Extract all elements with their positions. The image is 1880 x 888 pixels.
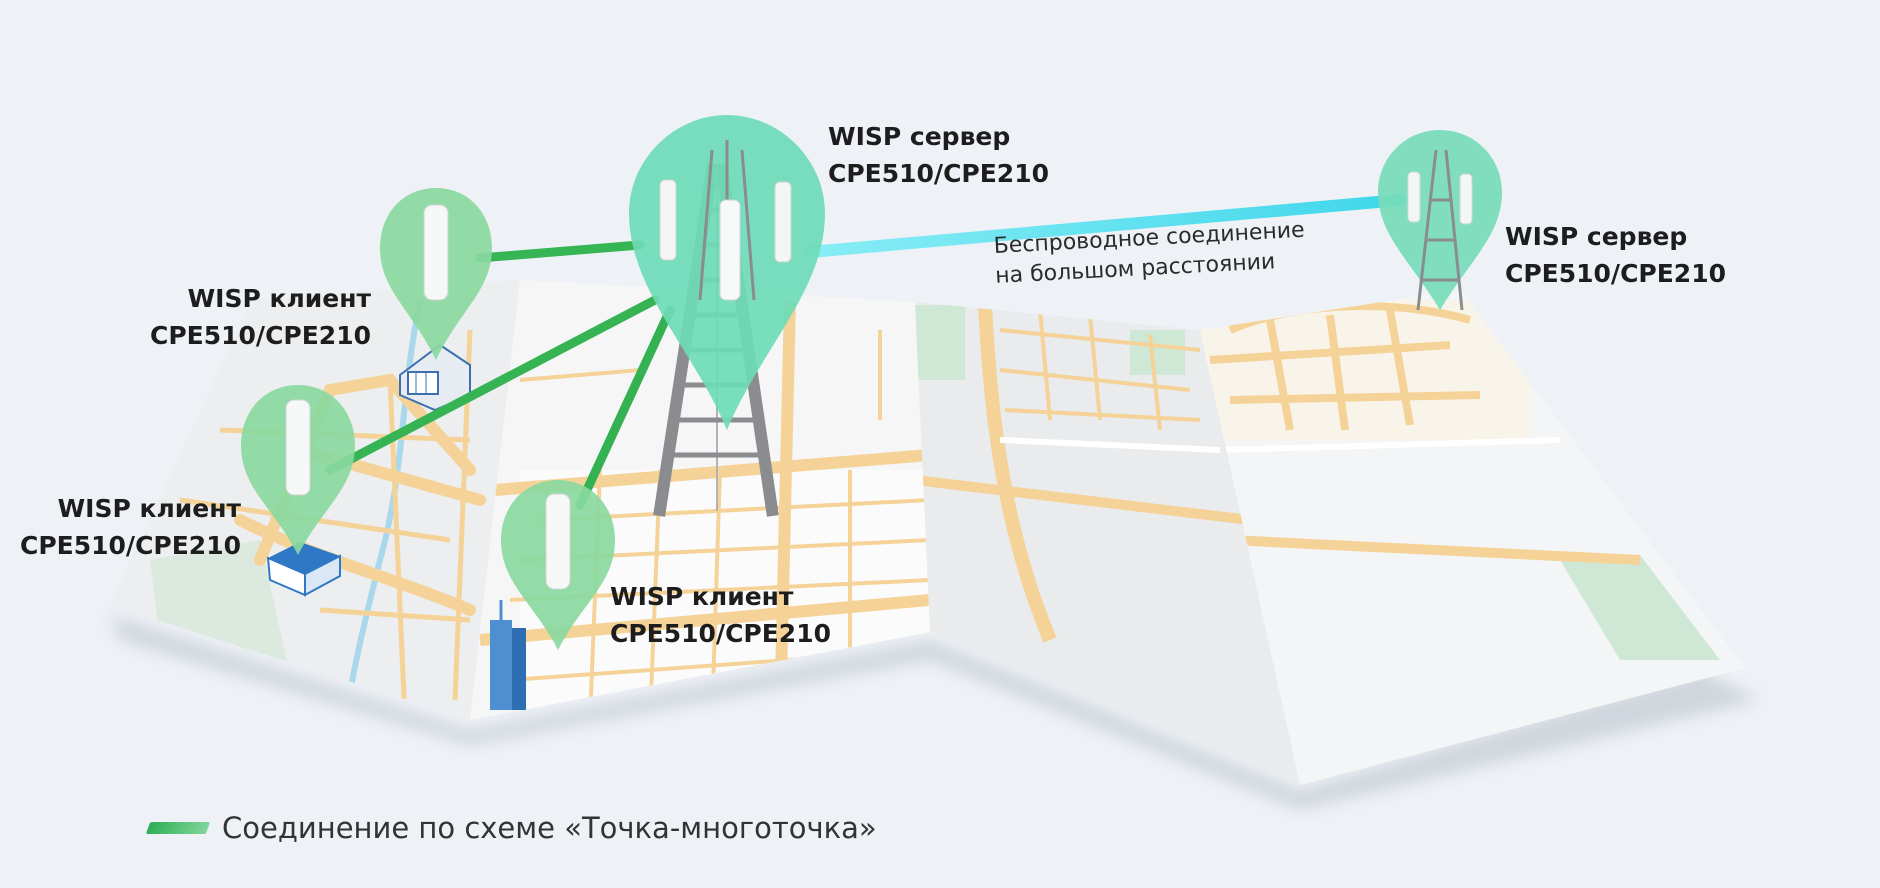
- label-role: WISP клиент: [57, 494, 241, 523]
- label-role: WISP клиент: [610, 582, 794, 611]
- label-role: WISP клиент: [187, 284, 371, 313]
- long-range-link: [804, 194, 1406, 258]
- map-panel-3: [915, 302, 1300, 785]
- link-client-bottom: [575, 305, 675, 510]
- park-area: [1130, 330, 1185, 375]
- label-model: CPE510/CPE210: [150, 321, 371, 350]
- pin-client-bottom: [501, 480, 615, 650]
- label-model: CPE510/CPE210: [610, 619, 831, 648]
- cpe-device: [423, 204, 449, 301]
- tower-right: [1416, 149, 1464, 311]
- label-model: CPE510/CPE210: [828, 159, 1049, 188]
- label-role: WISP сервер: [1505, 222, 1688, 251]
- label-client-top: WISP клиент CPE510/CPE210: [150, 280, 371, 354]
- pin-server-right: [1378, 130, 1502, 311]
- park-area: [1560, 555, 1720, 660]
- cpe-device: [285, 399, 311, 496]
- cpe-device: [659, 179, 792, 301]
- label-role: WISP сервер: [828, 122, 1011, 151]
- label-server-center: WISP сервер CPE510/CPE210: [828, 118, 1049, 192]
- park-area: [915, 305, 965, 380]
- cpe-device: [1407, 171, 1473, 225]
- pin-client-middle: [241, 385, 355, 555]
- label-model: CPE510/CPE210: [1505, 259, 1726, 288]
- legend: Соединение по схеме «Точка-многоточка»: [145, 808, 877, 848]
- legend-text: Соединение по схеме «Точка-многоточка»: [222, 811, 877, 845]
- pin-client-top: [380, 188, 492, 360]
- link-client-middle: [325, 295, 660, 475]
- cpe-device: [545, 493, 571, 590]
- skyscraper-icon: [490, 600, 526, 710]
- house-icon: [266, 542, 341, 597]
- label-client-bottom: WISP клиент CPE510/CPE210: [610, 578, 831, 652]
- pin-server-center: [629, 115, 825, 430]
- label-model: CPE510/CPE210: [20, 531, 241, 560]
- label-client-middle: WISP клиент CPE510/CPE210: [20, 490, 241, 564]
- ptmp-link-swatch: [145, 822, 211, 834]
- map-shadow: [110, 615, 1760, 810]
- ptmp-links: [325, 240, 675, 510]
- link-client-top: [475, 240, 645, 263]
- label-server-right: WISP сервер CPE510/CPE210: [1505, 218, 1726, 292]
